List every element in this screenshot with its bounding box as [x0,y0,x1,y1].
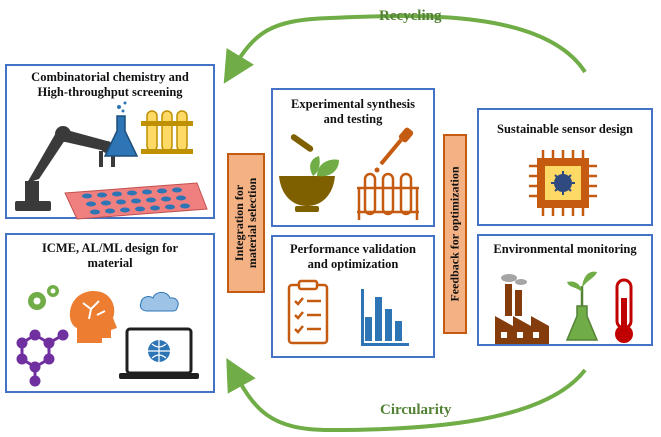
virus-sensor-icon [551,171,575,195]
panel-title: Performance validation and optimization [289,242,416,271]
cloud-icon [139,291,179,312]
mortar-pestle-icon [279,134,335,212]
leaf-icon [310,156,339,177]
clipboard-checklist-icon [287,279,329,345]
integration-label: Integration for material selection [232,177,259,269]
laptop-icon [119,327,199,379]
synthesis-illustration [279,127,419,220]
validation-illustration [287,279,409,346]
panel-synthesis: Experimental synthesis and testing [271,88,435,227]
monitoring-illustration [495,271,633,344]
recycling-label: Recycling [379,8,442,24]
factory-icon [495,274,549,344]
panel-validation: Performance validation and optimization [271,235,435,358]
panel-title: Combinatorial chemistry and High-through… [31,70,189,99]
lab-automation-illustration [15,101,208,220]
circularity-label: Circularity [380,402,452,418]
circularity-arrow [226,357,587,433]
sensor-chip-illustration [529,150,597,216]
gear-icon [28,285,59,310]
panel-sensor: Sustainable sensor design [477,108,653,226]
panel-combinatorial: Combinatorial chemistry and High-through… [5,64,215,220]
panel-monitoring: Environmental monitoring [477,234,653,346]
dropper-icon [374,127,414,173]
panel-title: Experimental synthesis and testing [291,97,415,126]
panel-icme: ICME, AL/ML design for material [5,233,215,393]
plant-flask-icon [565,271,599,341]
test-tube-icon [357,172,419,220]
molecule-icon [16,329,69,387]
ai-head-icon [69,290,117,343]
thermometer-icon [615,278,633,343]
recycling-arrow [223,14,587,84]
flask-icon [103,101,139,157]
bar-chart-icon [361,289,409,346]
feedback-connector: Feedback for optimization [443,134,467,334]
feedback-label: Feedback for optimization [447,166,462,302]
panel-title: Environmental monitoring [493,242,637,256]
ml-design-illustration [16,285,199,387]
test-tube-rack-icon [141,110,193,154]
panel-title: ICME, AL/ML design for material [41,241,179,270]
integration-connector: Integration for material selection [227,153,265,293]
panel-title: Sustainable sensor design [497,122,633,136]
